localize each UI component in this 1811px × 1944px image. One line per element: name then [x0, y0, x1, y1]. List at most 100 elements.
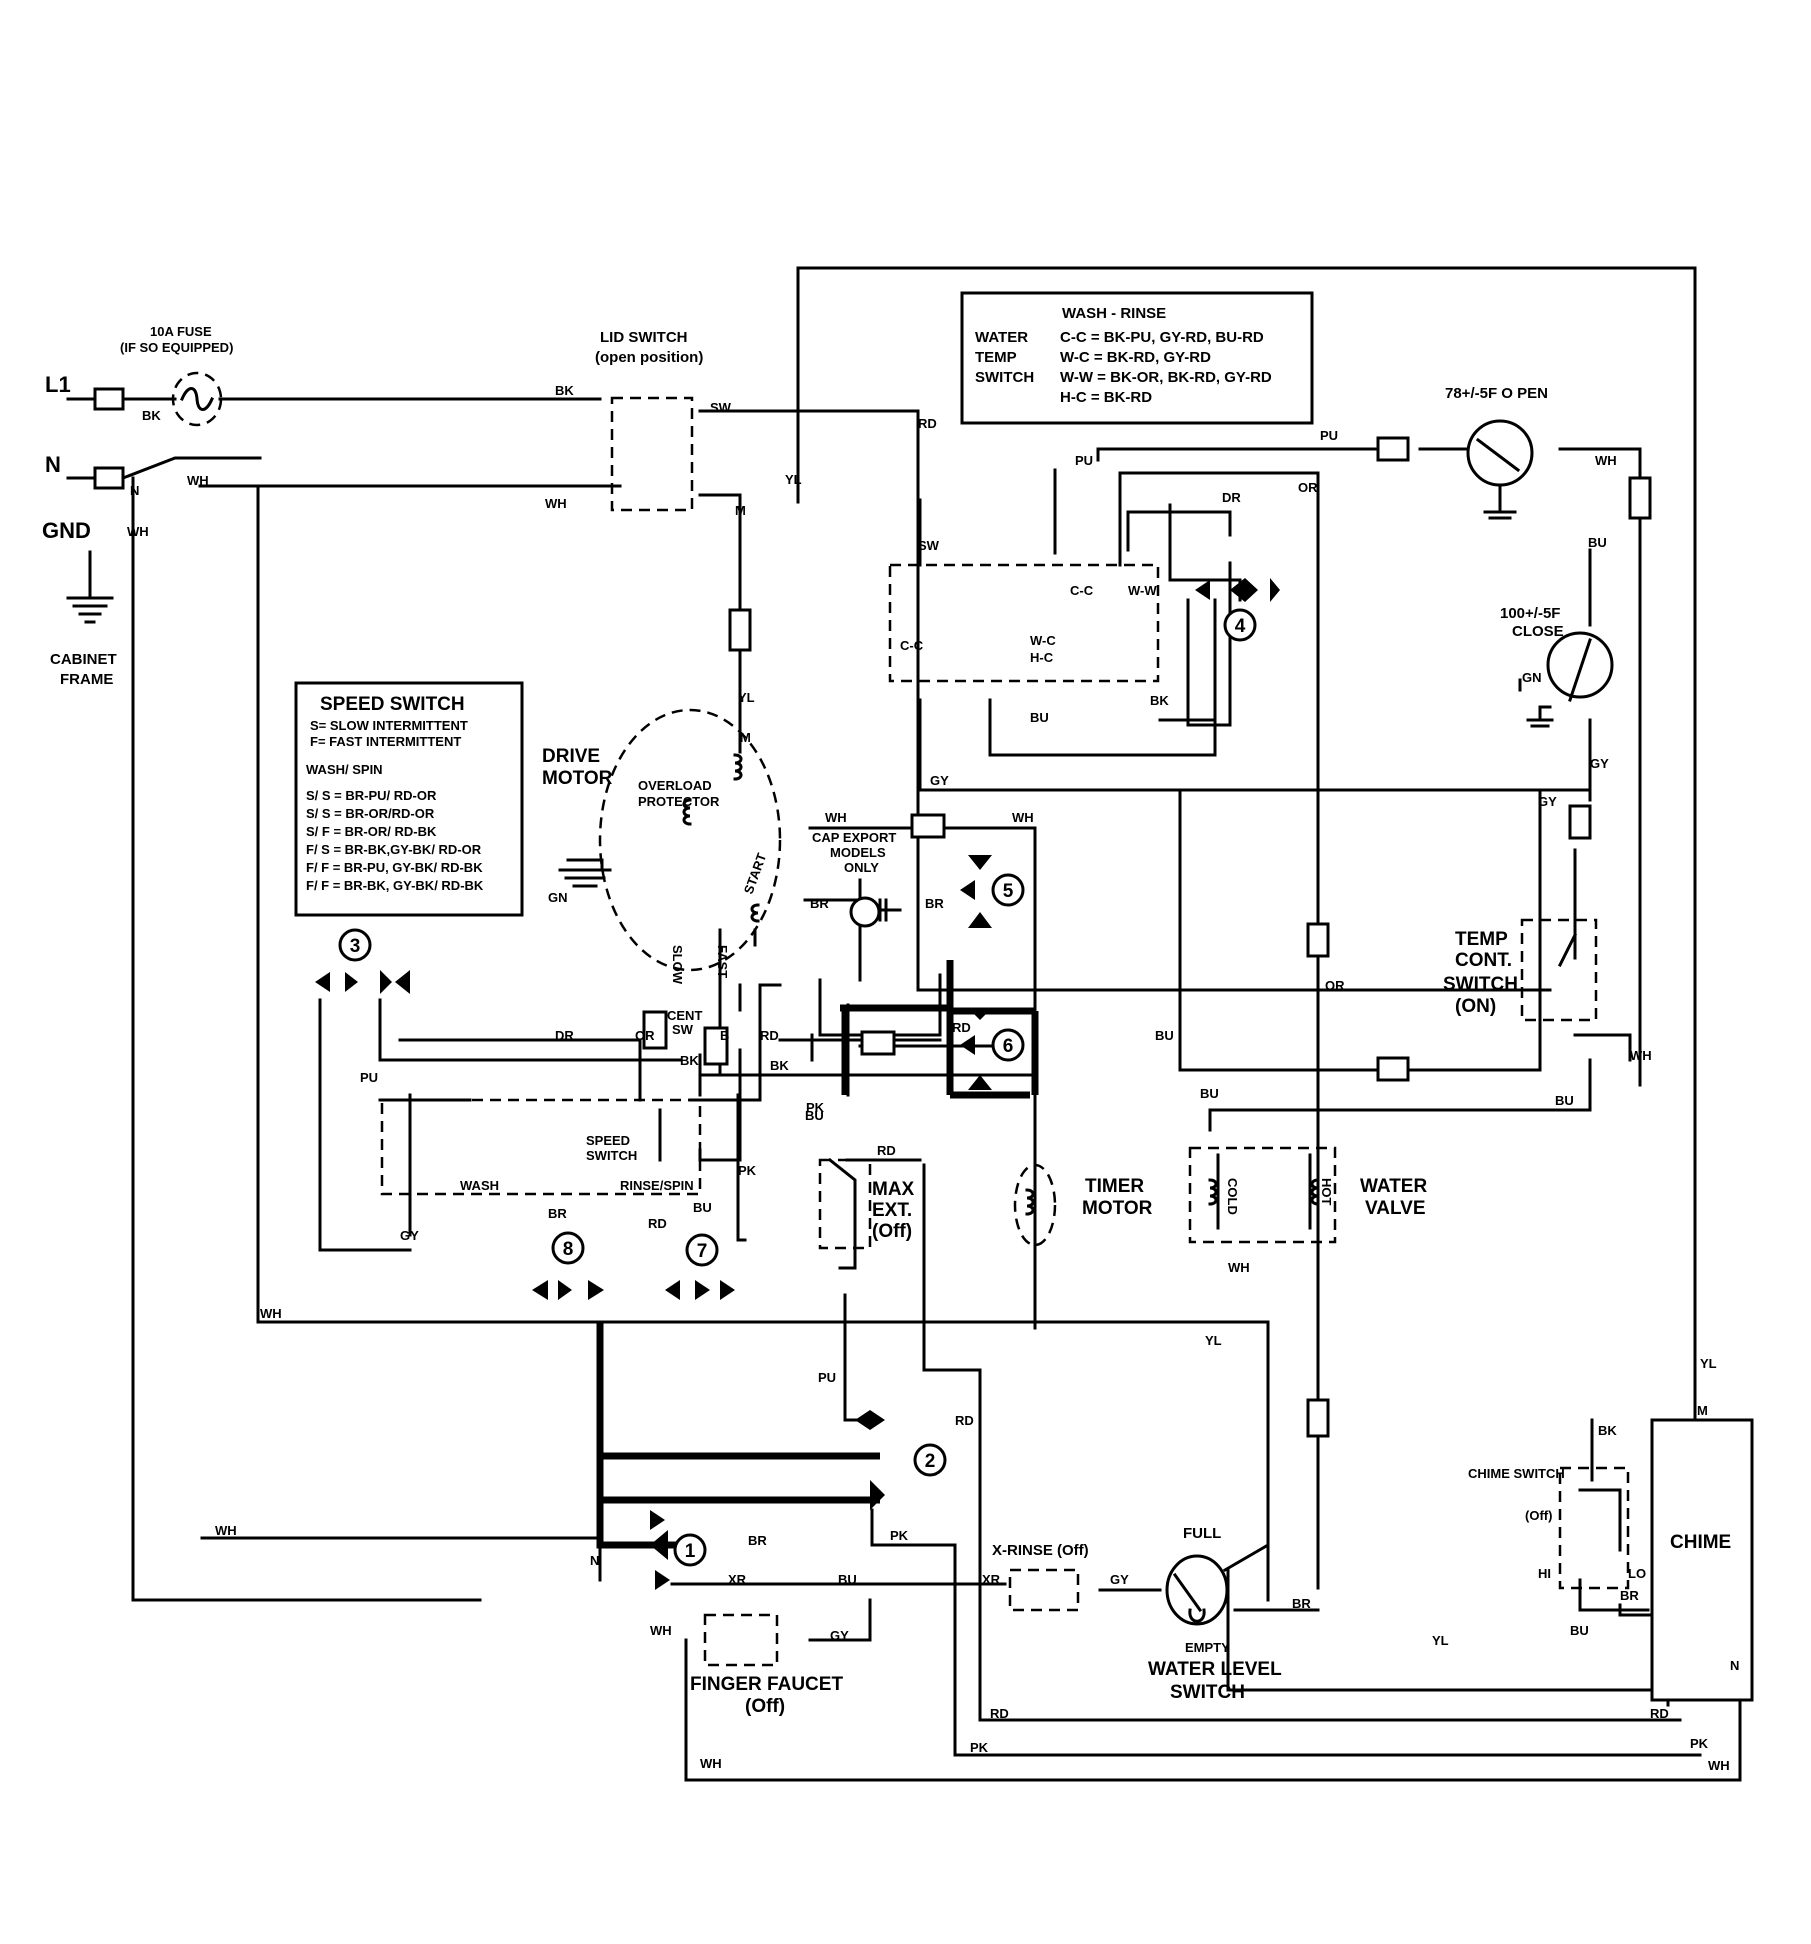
timer-cam-symbols: [315, 578, 1280, 1590]
wire-label: GY: [1590, 756, 1609, 771]
wire-label: BK: [680, 1053, 699, 1068]
speed-row-2: S/ S = BR-OR/RD-OR: [306, 806, 435, 821]
wash-rinse-header: WASH - RINSE: [1062, 305, 1166, 322]
cam-7-label: 7: [697, 1241, 708, 1262]
wire-label: RD: [955, 1413, 974, 1428]
wire-label: BU: [1030, 710, 1049, 725]
wire-label: WH: [260, 1306, 282, 1321]
wire-label: GN: [548, 890, 568, 905]
speed-switch-inner-1: SPEED: [586, 1133, 630, 1148]
chime-hi-label: HI: [1538, 1566, 1551, 1581]
max-ext-label-1: MAX: [872, 1179, 915, 1200]
cabinet-label: CABINET: [50, 651, 117, 668]
wire-label: RD: [1650, 1706, 1669, 1721]
finger-faucet-label-2: (Off): [745, 1696, 785, 1717]
winding-slow-label: SLOW: [670, 945, 685, 985]
cap-export-label-1: CAP EXPORT: [812, 830, 896, 845]
wire-label: RD: [648, 1216, 667, 1231]
l1-label: L1: [45, 372, 71, 397]
wire-label: BR: [1292, 1596, 1311, 1611]
wire-label: N: [130, 483, 139, 498]
wire-label: WH: [650, 1623, 672, 1638]
empty-label: EMPTY: [1185, 1640, 1230, 1655]
cam-6-label: 6: [1003, 1036, 1014, 1057]
thermostat-close-label-2: CLOSE: [1512, 623, 1564, 640]
wire-label: GY: [400, 1228, 419, 1243]
wire-label: WH: [1630, 1048, 1652, 1063]
fuse-title: 10A FUSE: [150, 324, 212, 339]
speed-switch-legend-box: [294, 681, 524, 917]
temp-cont-label-1: TEMP: [1455, 929, 1508, 950]
wire-label: WH: [1708, 1758, 1730, 1773]
gnd-label: GND: [42, 518, 91, 543]
winding-fast-label: FAST: [715, 945, 730, 978]
wire-label: RD: [760, 1028, 779, 1043]
contact-cc2-label: C-C: [1070, 583, 1094, 598]
drive-motor-internals: [558, 753, 902, 928]
wire-label: BU: [1155, 1028, 1174, 1043]
wire-label: YL: [1700, 1356, 1717, 1371]
wash-rinse-row-2: W-C = BK-RD, GY-RD: [1060, 349, 1211, 366]
wire-label: BU: [1200, 1086, 1219, 1101]
wire-label: PK: [1690, 1736, 1709, 1751]
wire-label: WH: [1012, 810, 1034, 825]
contact-wc-label: W-C: [1030, 633, 1056, 648]
thermostat-close-icon: [1526, 631, 1614, 728]
contact-hc-label: H-C: [1030, 650, 1054, 665]
full-label: FULL: [1183, 1525, 1221, 1542]
speed-row-5: F/ F = BR-PU, GY-BK/ RD-BK: [306, 860, 483, 875]
wire-label: GY: [1110, 1572, 1129, 1587]
wire-label: RD: [952, 1020, 971, 1035]
wire-label: PK: [806, 1100, 825, 1115]
overload-label-1: OVERLOAD: [638, 778, 712, 793]
speed-row-6: F/ F = BR-BK, GY-BK/ RD-BK: [306, 878, 484, 893]
wire-label: WH: [127, 524, 149, 539]
water-valve-label-2: VALVE: [1365, 1198, 1426, 1219]
speed-legend-s: S= SLOW INTERMITTENT: [310, 718, 468, 733]
wire-label: YL: [1205, 1333, 1222, 1348]
water-valve-label-1: WATER: [1360, 1176, 1427, 1197]
fuse-housing: [171, 371, 223, 427]
wash-rinse-row-1: C-C = BK-PU, GY-RD, BU-RD: [1060, 329, 1264, 346]
temp-cont-label-4: (ON): [1455, 996, 1496, 1017]
overload-label-2: PROTECTOR: [638, 794, 720, 809]
wash-rinse-row-3: W-W = BK-OR, BK-RD, GY-RD: [1060, 369, 1272, 386]
wire-label: BU: [805, 1108, 824, 1123]
wire-label: BU: [693, 1200, 712, 1215]
wire-label: PU: [1075, 453, 1093, 468]
timer-motor-label-1: TIMER: [1085, 1176, 1144, 1197]
wire-label: WH: [700, 1756, 722, 1771]
wire-label: WH: [187, 473, 209, 488]
chime-lo-label: LO: [1628, 1566, 1646, 1581]
drive-motor-title-1: DRIVE: [542, 746, 600, 767]
timer-motor-label-2: MOTOR: [1082, 1198, 1153, 1219]
wire-label: DR: [555, 1028, 574, 1043]
connector-blocks: [93, 387, 1652, 1438]
wire-label: GN: [1522, 670, 1542, 685]
valve-cold-label: COLD: [1225, 1178, 1240, 1215]
wire-label: OR: [635, 1028, 655, 1043]
wash-rinse-row-4: H-C = BK-RD: [1060, 389, 1152, 406]
wire-label: OR: [1298, 480, 1318, 495]
wash-rinse-legend-box: [960, 291, 1314, 425]
wire-label: M: [735, 503, 746, 518]
cent-sw-label-2: SW: [672, 1022, 694, 1037]
wire-label: WH: [1595, 453, 1617, 468]
wire-label: SW: [710, 400, 732, 415]
speed-legend-f: F= FAST INTERMITTENT: [310, 734, 461, 749]
timer-motor-coil-icon: [1025, 1188, 1035, 1216]
speed-wash-spin: WASH/ SPIN: [306, 762, 383, 777]
wire-label: BK: [770, 1058, 789, 1073]
wire-color-labels: BK BK WH WH WH RD YL SW PU PU OR DR WH B…: [127, 383, 1739, 1773]
contact-ww-label: W-W: [1128, 583, 1157, 598]
wire-label: PK: [970, 1740, 989, 1755]
n-label: N: [45, 452, 61, 477]
wire-label: M: [740, 730, 751, 745]
speed-row-4: F/ S = BR-BK,GY-BK/ RD-OR: [306, 842, 482, 857]
valve-hot-label: HOT: [1319, 1178, 1334, 1206]
wire-label: YL: [738, 690, 755, 705]
thermostat-open-label: 78+/-5F O PEN: [1445, 385, 1548, 402]
fuse-icon: [180, 387, 214, 411]
wire-label: BK: [555, 383, 574, 398]
wire-label: WH: [215, 1523, 237, 1538]
